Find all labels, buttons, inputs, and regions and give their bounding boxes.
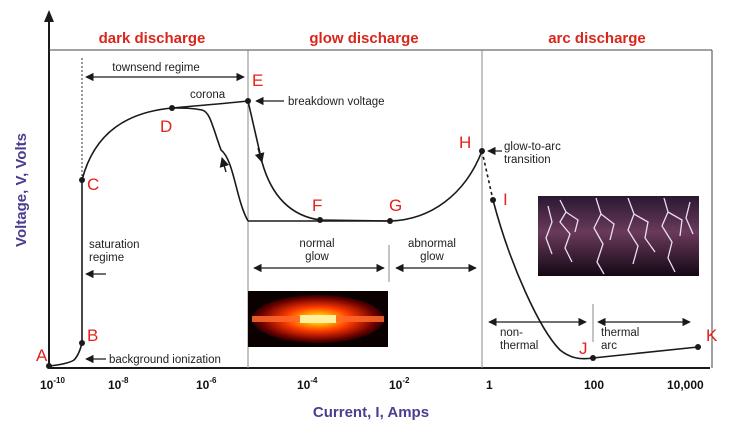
x-axis-label: Current, I, Amps (313, 404, 429, 421)
point-A-dot (46, 363, 52, 369)
point-label-F: F (312, 196, 322, 215)
abnormal-glow-label-line2: glow (420, 251, 444, 263)
townsend-label: townsend regime (112, 62, 200, 74)
saturation-label-line2: regime (89, 252, 124, 264)
background-ionization-label: background ionization (109, 354, 221, 366)
corona-label: corona (190, 89, 226, 101)
lightning-arc-photo (538, 196, 699, 276)
point-label-D: D (160, 117, 172, 136)
discharge-curve (48, 100, 699, 367)
point-label-K: K (706, 326, 718, 345)
curve-C-E (81, 100, 249, 181)
direction-arrow-down (254, 147, 265, 163)
x-tick-1e-6: 10-6 (196, 376, 217, 392)
point-E-dot (245, 98, 251, 104)
curve-return-to-D (171, 107, 249, 222)
point-label-C: C (87, 175, 99, 194)
point-B-dot (79, 340, 85, 346)
curve-I-K (492, 199, 699, 360)
region-title-dark: dark discharge (99, 30, 206, 47)
point-label-J: J (579, 339, 588, 358)
y-axis-arrow-icon (44, 10, 54, 22)
point-K-dot (695, 344, 701, 350)
curve-G-H (389, 150, 483, 222)
point-H-dot (479, 148, 485, 154)
abnormal-glow-label-line1: abnormal (408, 238, 456, 250)
point-J-dot (590, 355, 596, 361)
normal-glow-label-line2: glow (305, 251, 329, 263)
point-I-dot (490, 197, 496, 203)
breakdown-label: breakdown voltage (288, 96, 385, 108)
direction-arrow-up (219, 157, 230, 173)
point-label-I: I (503, 190, 508, 209)
curve-H-I-transition (481, 150, 494, 201)
x-tick-10000: 10,000 (667, 378, 704, 392)
point-C-dot (79, 177, 85, 183)
region-title-arc: arc discharge (548, 30, 646, 47)
x-tick-1e-8: 10-8 (108, 376, 129, 392)
nonthermal-label-line1: non- (500, 327, 523, 339)
x-tick-labels: 10-10 10-8 10-6 10-4 10-2 1 100 10,000 (40, 376, 704, 392)
point-G-dot (387, 218, 393, 224)
point-D-dot (169, 105, 175, 111)
x-tick-1e-4: 10-4 (297, 376, 318, 392)
nonthermal-label-line2: thermal (500, 340, 538, 352)
y-axis-label: Voltage, V, Volts (13, 133, 30, 247)
point-label-G: G (389, 196, 402, 215)
curve-A-B (48, 342, 83, 367)
point-F-dot (317, 217, 323, 223)
region-title-glow: glow discharge (309, 30, 418, 47)
glow-to-arc-label-line1: glow-to-arc (504, 141, 561, 153)
x-tick-1e-2: 10-2 (389, 376, 410, 392)
glow-to-arc-label-line2: transition (504, 154, 551, 166)
point-label-B: B (87, 326, 98, 345)
glow-discharge-photo (248, 291, 388, 347)
point-label-H: H (459, 133, 471, 152)
x-tick-100: 100 (584, 378, 604, 392)
x-tick-1: 1 (486, 378, 493, 392)
normal-glow-label-line1: normal (299, 238, 334, 250)
thermal-arc-label-line2: arc (601, 340, 617, 352)
curve-points (46, 98, 701, 369)
point-label-E: E (252, 71, 263, 90)
point-label-A: A (36, 346, 48, 365)
thermal-arc-label-line1: thermal (601, 327, 639, 339)
saturation-label-line1: saturation (89, 239, 140, 251)
x-tick-1e-10: 10-10 (40, 376, 65, 392)
